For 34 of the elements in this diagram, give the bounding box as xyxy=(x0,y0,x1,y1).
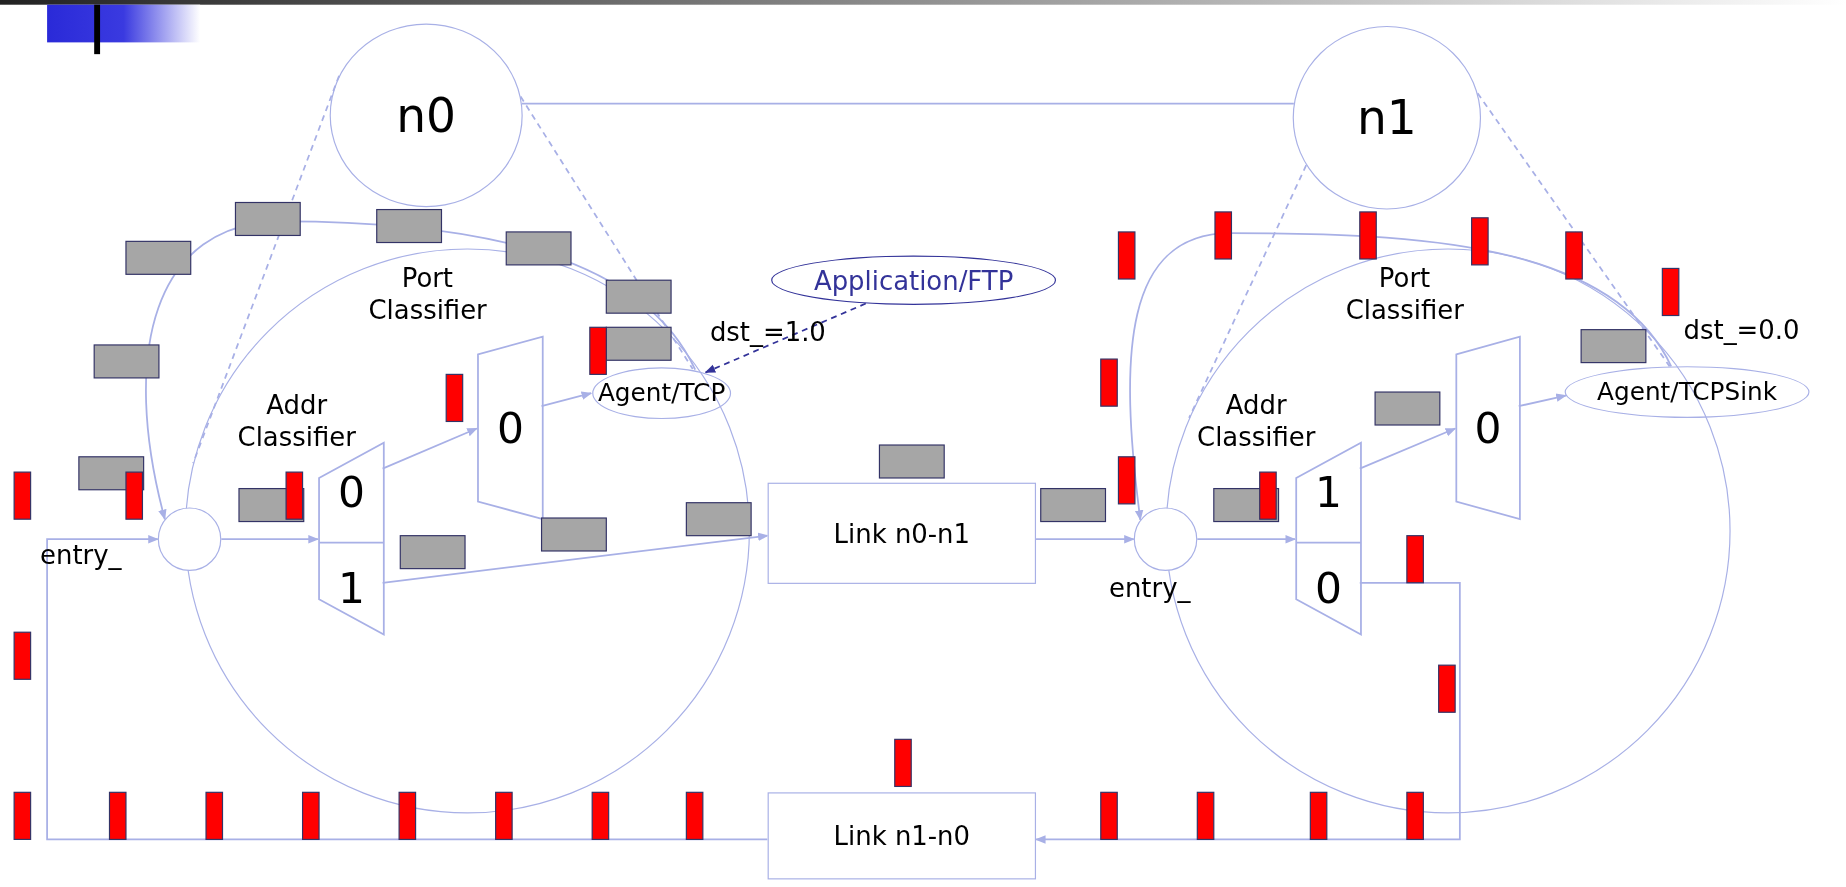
arrow xyxy=(1129,232,1673,521)
dashed-connector xyxy=(1476,92,1671,368)
dashed-connector xyxy=(1188,164,1308,419)
arrow xyxy=(46,534,769,841)
link-box xyxy=(767,482,1036,584)
dashed-connector xyxy=(519,95,694,370)
classifier-heading: Addr Classifier xyxy=(1196,389,1317,454)
node-label: n0 xyxy=(396,88,457,143)
arrow xyxy=(1034,581,1461,844)
text-label: dst_=1.0 xyxy=(709,317,826,348)
node-label: Link n1-n0 xyxy=(833,821,970,851)
node-label: Application/FTP xyxy=(813,265,1014,295)
slot-number: 1 xyxy=(1296,466,1361,519)
arrow xyxy=(540,391,593,408)
dashed-connector xyxy=(192,74,340,465)
classifier-heading: Port Classifier xyxy=(368,262,487,327)
classifier-heading: Addr Classifier xyxy=(236,389,357,454)
link-box xyxy=(767,792,1036,880)
slot-number: 0 xyxy=(319,466,384,519)
node-label: n1 xyxy=(1356,90,1417,145)
arrow xyxy=(1035,534,1135,544)
connector-line xyxy=(521,102,1295,105)
node-label: Link n0-n1 xyxy=(833,518,970,549)
classifier-heading: Port Classifier xyxy=(1345,262,1464,327)
dashed-connector xyxy=(704,302,867,374)
text-label: entry_ xyxy=(1109,573,1191,603)
node-label: Agent/TCPSink xyxy=(1597,377,1777,407)
slot-number: 1 xyxy=(319,562,384,615)
arrow xyxy=(1196,534,1297,544)
node-label: Agent/TCP xyxy=(597,379,726,408)
text-label: dst_=0.0 xyxy=(1683,315,1800,345)
beside-label: entry_ xyxy=(40,540,122,570)
slot-number: 0 xyxy=(1296,562,1361,615)
arrow xyxy=(220,534,319,544)
